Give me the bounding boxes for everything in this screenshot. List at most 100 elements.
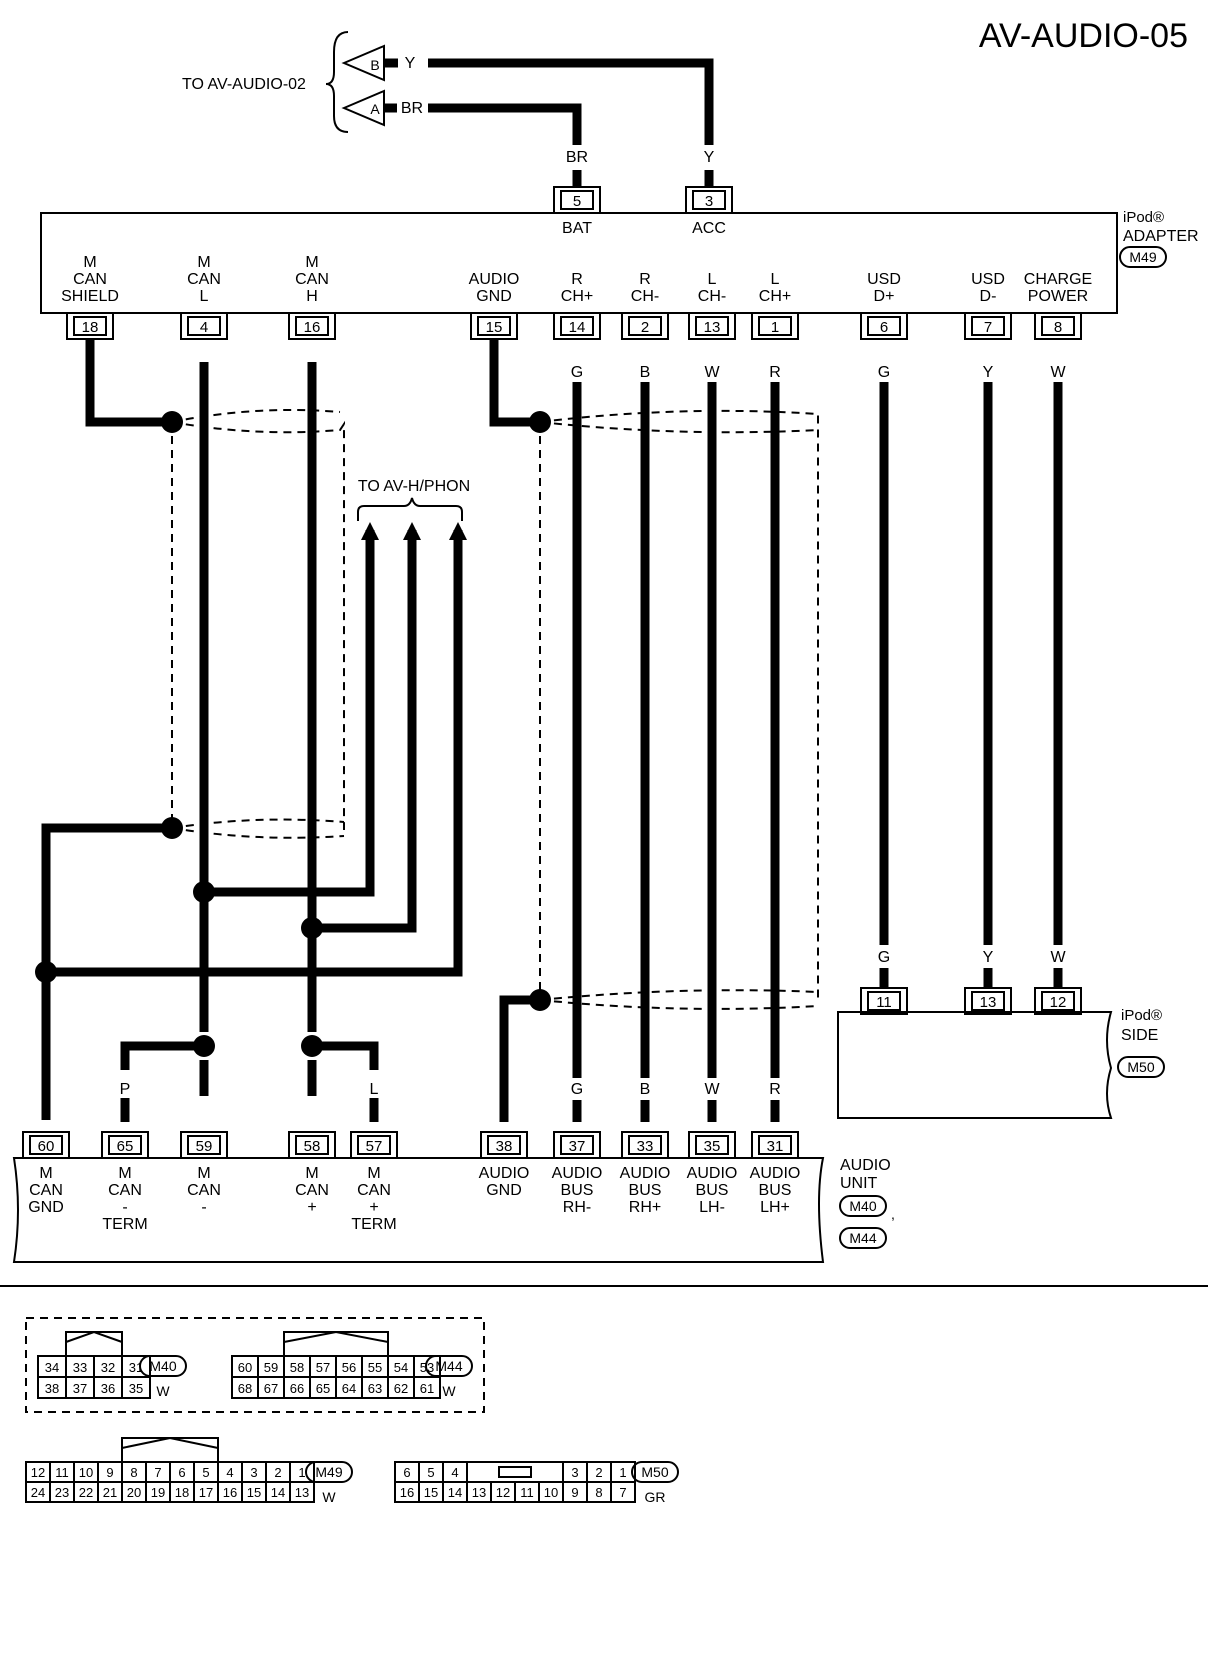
splice-dot (301, 917, 323, 939)
audio-unit-pin-59: 59 (180, 1131, 228, 1159)
cavity-number: 68 (238, 1381, 252, 1396)
wire-label: BR (566, 149, 588, 166)
adapter-pin-function: R (639, 271, 651, 288)
connector-view-frame (25, 1317, 485, 1413)
cavity-number: 18 (175, 1485, 189, 1500)
to-hphon-brace (357, 497, 463, 521)
ipod-side-wire-label: G (878, 949, 890, 966)
audio-unit-pin-function: M (305, 1165, 318, 1182)
audio-unit-wire-label: W (704, 1081, 720, 1098)
adapter-pin-2: 2 (621, 312, 669, 340)
adapter-pin-1: 1 (751, 312, 799, 340)
splice-dot (529, 411, 551, 433)
pin-number: 37 (569, 1138, 586, 1155)
audio-unit-pin-function: CAN (295, 1182, 329, 1199)
ipod-side-connector-badge (1117, 1056, 1165, 1078)
cavity-number: 6 (403, 1465, 410, 1480)
pin-inner (560, 190, 594, 210)
cavity-number: 11 (520, 1485, 534, 1500)
pin-number: 65 (117, 1138, 134, 1155)
audio-unit-pin-function: M (39, 1165, 52, 1182)
pin-inner (692, 190, 726, 210)
ipod-side-pin-11: 11 (860, 987, 908, 1015)
pin-box (180, 312, 228, 340)
pin-number: 7 (984, 319, 992, 336)
cavity-number: 3 (571, 1465, 578, 1480)
adapter-pin-function: CHARGE (1024, 271, 1092, 288)
pin-number: 58 (304, 1138, 321, 1155)
pin-number: 1 (771, 319, 779, 336)
pin-inner (695, 316, 729, 336)
adapter-pin-function: R (571, 271, 583, 288)
audio-unit-pin-38: 38 (480, 1131, 528, 1159)
connector-view-M49: 122411231022921820719618517416315214113M… (25, 1436, 353, 1505)
adapter-connector-badge (1119, 246, 1167, 268)
pin-box (553, 312, 601, 340)
cavity-number: 12 (496, 1485, 510, 1500)
cavity-number: 61 (420, 1381, 434, 1396)
audio-unit-box (12, 1157, 825, 1263)
cavity-number: 16 (223, 1485, 237, 1500)
splice-dot (161, 817, 183, 839)
adapter-pin-function: L (200, 288, 209, 305)
audio-unit-wire-label: L (370, 1081, 379, 1098)
pin-inner (477, 316, 511, 336)
connector-view-color: GR (645, 1489, 666, 1505)
audio-unit-wire-label: B (640, 1081, 651, 1098)
audio-unit-pin-function: TERM (351, 1216, 396, 1233)
splice-dot (193, 1035, 215, 1057)
cavity-number: 20 (127, 1485, 141, 1500)
adapter-pin-function: CAN (73, 271, 107, 288)
adapter-pin-6: 6 (860, 312, 908, 340)
pin-number: 31 (767, 1138, 784, 1155)
pin-inner (295, 316, 329, 336)
page-title: AV-AUDIO-05 (979, 17, 1188, 55)
ipod-side-pin-13: 13 (964, 987, 1012, 1015)
cavity-number: 1 (298, 1465, 305, 1480)
audio-unit-pin-57: 57 (350, 1131, 398, 1159)
adapter-pin-function: H (306, 288, 318, 305)
cavity-number: 38 (45, 1381, 59, 1396)
adapter-pin-function: GND (476, 288, 512, 305)
pin-box (688, 312, 736, 340)
cavity-number: 8 (595, 1485, 602, 1500)
pin-box (1034, 312, 1082, 340)
splice-dot (35, 961, 57, 983)
cavity-number: 13 (295, 1485, 309, 1500)
arrow-up-p (361, 522, 379, 540)
pin-number: 60 (38, 1138, 55, 1155)
audio-unit-wire-label: R (769, 1081, 781, 1098)
pin-inner (295, 1135, 329, 1155)
to-audio02-brace (325, 31, 349, 133)
adapter-pin-8: 8 (1034, 312, 1082, 340)
audio-unit-connector2-id: M44 (849, 1230, 876, 1246)
cavity-number: 64 (342, 1381, 356, 1396)
audio-unit-pin-function: LH+ (760, 1199, 790, 1216)
connector-view-id: M40 (149, 1358, 176, 1374)
connector-view-id: M44 (435, 1358, 462, 1374)
pin-number: 2 (641, 319, 649, 336)
pin-inner (628, 316, 662, 336)
cavity-number: 67 (264, 1381, 278, 1396)
audio-unit-connector1-id: M40 (849, 1198, 876, 1214)
shield-bottom-left-dash2 (171, 827, 345, 839)
pin-number: 18 (82, 319, 99, 336)
pin-inner (867, 316, 901, 336)
pin-box (860, 987, 908, 1015)
pin-box (288, 312, 336, 340)
wire-br-label: BR (401, 100, 423, 117)
pin-inner (758, 316, 792, 336)
cavity-number: 4 (226, 1465, 233, 1480)
cavity-number: 8 (130, 1465, 137, 1480)
audio-unit-pin-function: BUS (629, 1182, 662, 1199)
ipod-side-name-line1: iPod® (1121, 1007, 1162, 1024)
adapter-pin-function: CH+ (759, 288, 791, 305)
pin-box (860, 312, 908, 340)
pin-number: 13 (980, 994, 997, 1011)
pin-inner (971, 316, 1005, 336)
cavity-number: 59 (264, 1360, 278, 1375)
connector-latch (283, 1330, 389, 1356)
adapter-wire-label: B (640, 364, 651, 381)
pin-box (470, 312, 518, 340)
